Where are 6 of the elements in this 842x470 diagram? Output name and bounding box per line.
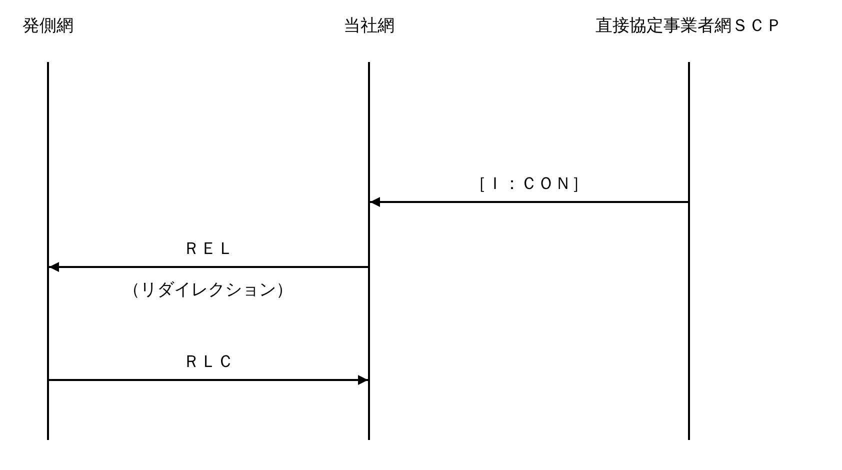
message-arrow <box>49 375 368 385</box>
lane-header: 直接協定事業者網ＳＣＰ <box>594 15 784 37</box>
lane-header: 発側網 <box>22 15 74 37</box>
lane-header: 当社網 <box>342 15 396 37</box>
message-arrow <box>370 197 688 207</box>
message-arrow <box>49 262 368 272</box>
